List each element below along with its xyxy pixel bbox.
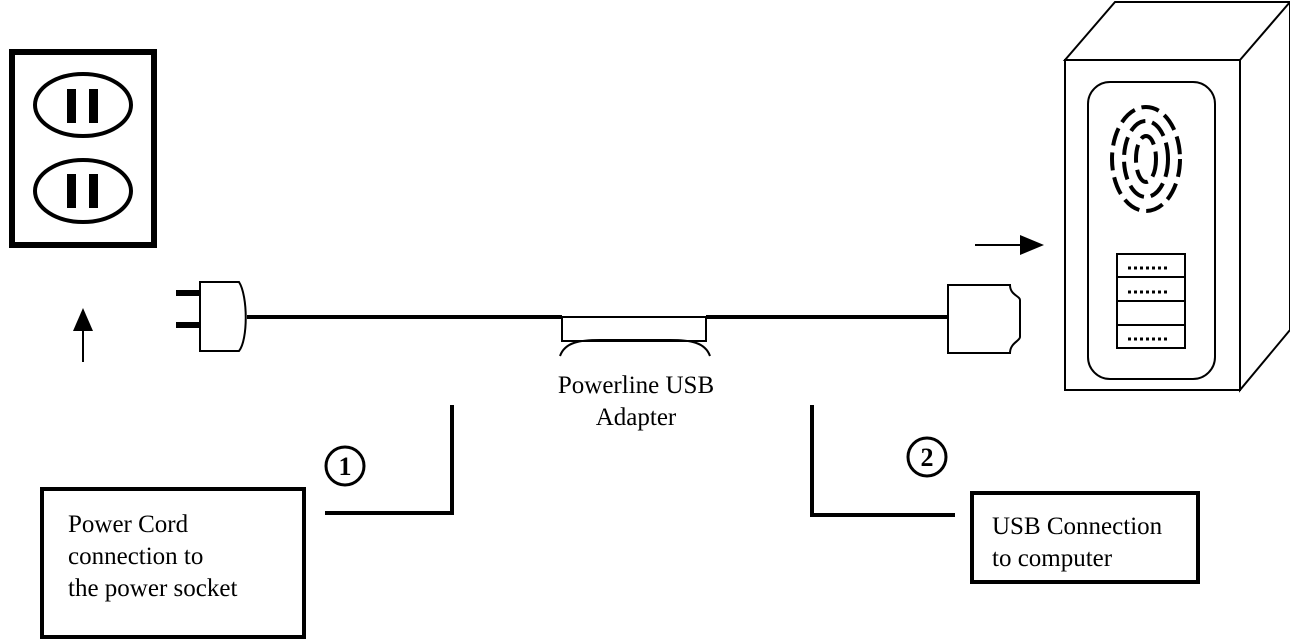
adapter-label: Powerline USB Adapter [525, 370, 747, 434]
arrow-up-icon [73, 308, 93, 362]
wall-outlet-icon [9, 49, 157, 248]
callout-1-line-2: connection to [68, 543, 204, 570]
power-plug-icon [176, 281, 247, 352]
powerline-usb-adapter-icon [559, 316, 711, 357]
callout-1-badge: 1 [324, 445, 366, 487]
callout-1-box: Power Cord connection to the power socke… [40, 487, 306, 639]
adapter-label-line-2: Adapter [595, 404, 677, 431]
callout-2-badge: 2 [906, 436, 948, 478]
callout-1-number: 1 [339, 452, 352, 481]
usb-connector-icon [947, 284, 1021, 354]
callout-1-line-3: the power socket [68, 575, 238, 602]
callout-2-box: USB Connection to computer [970, 491, 1200, 584]
callout-2-line-2: to computer [992, 545, 1113, 572]
callout-1-leader [325, 405, 454, 515]
fan-vent-icon [1110, 105, 1182, 213]
arrow-right-icon [975, 235, 1044, 255]
drive-bays-icon [1116, 253, 1186, 349]
callout-2-line-1: USB Connection [992, 513, 1163, 540]
callout-2-leader [810, 405, 955, 517]
computer-tower-icon [1062, 1, 1290, 393]
adapter-label-line-1: Powerline USB [557, 372, 715, 399]
callout-1-line-1: Power Cord [68, 511, 189, 538]
callout-2-number: 2 [921, 443, 934, 472]
